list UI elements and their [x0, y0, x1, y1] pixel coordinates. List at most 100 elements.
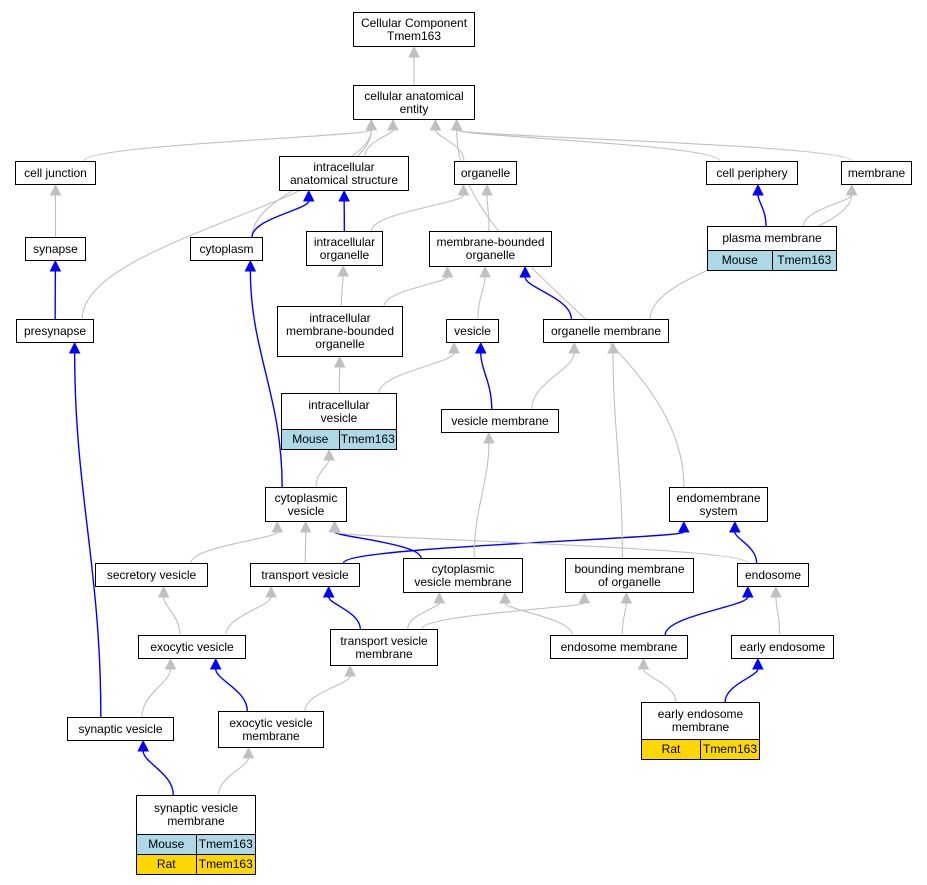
node-cae[interactable]: cellular anatomical entity: [353, 85, 475, 120]
edge-tvm-to-bmo: [421, 602, 585, 630]
node-bmo[interactable]: bounding membrane of organelle: [565, 558, 694, 593]
node-label: organelle: [460, 165, 511, 180]
edge-synv-to-pre: [73, 352, 102, 718]
edge-endo-to-ems: [734, 531, 758, 564]
edge-vm-to-ves: [480, 352, 493, 410]
node-syn[interactable]: synapse: [25, 237, 86, 261]
edge-cp-to-cae: [456, 129, 721, 162]
node-root[interactable]: Cellular Component Tmem163: [353, 12, 475, 47]
arrowhead: [741, 585, 754, 598]
node-ems[interactable]: endomembrane system: [669, 487, 768, 522]
node-label: plasma membrane: [722, 231, 822, 245]
node-mbo[interactable]: membrane-bounded organelle: [429, 231, 552, 267]
edge-org-to-cae: [434, 129, 465, 162]
node-label: cell periphery: [716, 165, 788, 180]
edge-mbo-to-org: [486, 194, 490, 232]
edge-imbo-to-mbo: [383, 276, 448, 307]
arrowhead: [387, 118, 399, 131]
node-label: synaptic vesicle: [78, 721, 163, 736]
node-synv[interactable]: synaptic vesicle: [67, 717, 174, 741]
arrowhead: [338, 189, 350, 202]
arrowhead: [323, 448, 335, 461]
node-cp[interactable]: cell periphery: [706, 161, 798, 185]
arrowhead: [299, 520, 312, 533]
arrowhead: [457, 183, 470, 196]
edge-cyt-to-ias: [251, 200, 310, 238]
node-om[interactable]: organelle membrane: [543, 319, 669, 343]
arrowhead: [344, 664, 356, 677]
edge-om-to-mbo: [524, 276, 573, 320]
node-label: intracellular membrane-bounded organelle: [285, 311, 395, 351]
arrowhead: [845, 183, 858, 196]
node-cvm[interactable]: cytoplasmic vesicle membrane: [403, 558, 523, 593]
node-tvm[interactable]: transport vesicle membrane: [330, 629, 438, 666]
node-label: membrane: [847, 165, 906, 180]
arrowhead: [49, 259, 62, 272]
edge-vm-to-om: [531, 352, 575, 410]
arrowhead: [481, 183, 493, 196]
node-exvm[interactable]: exocytic vesicle membrane: [218, 711, 324, 748]
arrowhead: [637, 657, 650, 670]
edge-sv-to-cv: [190, 531, 278, 564]
node-io[interactable]: intracellular organelle: [306, 231, 383, 266]
edge-ias-to-cae: [364, 129, 394, 157]
node-label: transport vesicle membrane: [340, 633, 428, 661]
arrowhead: [433, 591, 446, 604]
arrowhead: [328, 520, 341, 533]
arrowhead: [499, 591, 511, 604]
arrowhead: [578, 591, 591, 604]
edge-em-to-endo: [664, 596, 749, 636]
node-ee[interactable]: early endosome: [731, 635, 834, 659]
gene-cell: Tmem163: [338, 430, 397, 449]
node-ves[interactable]: vesicle: [446, 319, 499, 343]
node-sv[interactable]: secretory vesicle: [95, 563, 208, 587]
node-org[interactable]: organelle: [454, 161, 517, 185]
node-ias[interactable]: intracellular anatomical structure: [279, 156, 409, 191]
node-label: membrane-bounded organelle: [436, 235, 545, 262]
node-exv[interactable]: exocytic vesicle: [138, 635, 246, 659]
edge-eem-to-ee: [724, 668, 759, 703]
edge-exv-to-tv: [225, 596, 272, 636]
node-em[interactable]: endosome membrane: [550, 635, 688, 659]
node-cv[interactable]: cytoplasmic vesicle: [265, 487, 347, 522]
arrowhead: [519, 265, 531, 278]
edge-ee-to-endo: [775, 596, 781, 636]
node-mem[interactable]: membrane: [841, 161, 912, 185]
arrowhead: [244, 259, 257, 272]
node-vm[interactable]: vesicle membrane: [441, 409, 559, 433]
node-endo[interactable]: endosome: [737, 563, 809, 587]
edge-svm-to-synv: [142, 750, 175, 796]
node-label: endomembrane system: [676, 490, 761, 518]
node-label: early endosome: [739, 639, 826, 654]
edge-ves-to-mbo: [477, 276, 486, 320]
node-imbo[interactable]: intracellular membrane-bounded organelle: [277, 306, 403, 357]
node-cyt[interactable]: cytoplasm: [190, 237, 263, 261]
edge-synv-to-exv: [141, 668, 172, 718]
edge-cvm-to-vm: [473, 442, 490, 559]
node-pre[interactable]: presynapse: [16, 319, 94, 343]
node-cj[interactable]: cell junction: [15, 161, 96, 185]
node-label: cellular anatomical entity: [364, 88, 464, 116]
node-label: synapse: [33, 241, 78, 256]
arrowhead: [209, 657, 222, 670]
edge-tv-to-ems: [342, 531, 685, 564]
edge-exvm-to-tvm: [304, 675, 351, 712]
arrowhead: [479, 265, 491, 278]
arrowhead: [770, 585, 782, 598]
node-label: exocytic vesicle membrane: [229, 715, 313, 743]
node-label: early endosome membrane: [657, 707, 744, 734]
edge-em-to-bmo: [621, 602, 627, 636]
arrowhead: [271, 520, 284, 533]
gene-cell: Tmem163: [700, 740, 759, 759]
node-label: exocytic vesicle: [150, 639, 234, 654]
arrowhead: [441, 265, 454, 278]
node-tv[interactable]: transport vesicle: [250, 563, 360, 587]
arrowhead: [337, 264, 349, 277]
